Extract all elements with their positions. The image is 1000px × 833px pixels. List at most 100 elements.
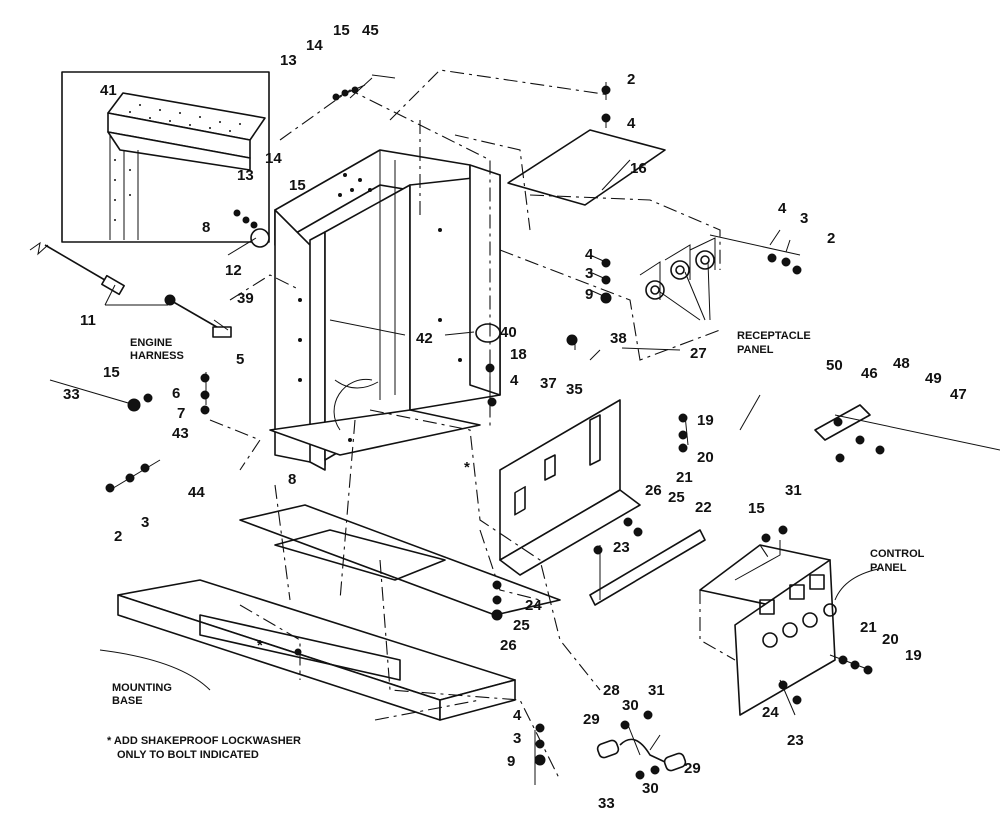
callout-15: 15 <box>289 177 306 194</box>
callout-18: 18 <box>510 346 527 363</box>
callout-29: 29 <box>684 760 701 777</box>
callout-28: 28 <box>603 682 620 699</box>
callout-6: 6 <box>172 385 180 402</box>
callout-33: 33 <box>598 795 615 812</box>
callout-33: 33 <box>63 386 80 403</box>
callout-4: 4 <box>585 246 594 263</box>
callout-35: 35 <box>566 381 583 398</box>
callout-15: 15 <box>333 22 350 39</box>
receptacle-panel-label-line2: PANEL <box>737 344 774 356</box>
callout-40: 40 <box>500 324 517 341</box>
callout-12: 12 <box>225 262 242 279</box>
control-panel-label-line2: PANEL <box>870 562 907 574</box>
callout-29: 29 <box>583 711 600 728</box>
callout-3: 3 <box>585 265 593 282</box>
inset-detail <box>61 71 270 243</box>
callout-11: 11 <box>80 312 96 329</box>
callout-13: 13 <box>237 167 254 184</box>
asterisk-receptacle: * <box>464 459 470 476</box>
connectors-29 <box>596 738 687 772</box>
callout-3: 3 <box>141 514 149 531</box>
mounting-base-label-line1: MOUNTING <box>112 682 172 694</box>
callout-23: 23 <box>613 539 630 556</box>
callout-8: 8 <box>202 219 210 236</box>
callout-4: 4 <box>627 115 636 132</box>
callout-3: 3 <box>800 210 808 227</box>
callout-16: 16 <box>630 160 647 177</box>
callout-4: 4 <box>510 372 519 389</box>
callout-38: 38 <box>610 330 627 347</box>
callout-8: 8 <box>288 471 296 488</box>
callout-24: 24 <box>762 704 779 721</box>
callout-37: 37 <box>540 375 557 392</box>
phantom-lines <box>209 69 771 781</box>
asterisk-base: * <box>257 637 263 654</box>
callout-47: 47 <box>950 386 967 403</box>
callout-25: 25 <box>668 489 685 506</box>
callout-39: 39 <box>237 290 254 307</box>
callout-20: 20 <box>697 449 714 466</box>
grommet-40 <box>475 323 501 343</box>
callout-14: 14 <box>265 150 282 167</box>
callout-2: 2 <box>627 71 635 88</box>
engine-harness-label-line2: HARNESS <box>130 350 184 362</box>
callout-4: 4 <box>513 707 522 724</box>
callout-22: 22 <box>695 499 712 516</box>
leader-lines <box>49 74 1000 785</box>
footnote-line2: ONLY TO BOLT INDICATED <box>117 749 259 761</box>
callout-5: 5 <box>236 351 244 368</box>
callout-30: 30 <box>622 697 639 714</box>
brace-22 <box>589 529 706 606</box>
callout-13: 13 <box>280 52 297 69</box>
plate-16 <box>507 129 666 206</box>
callout-49: 49 <box>925 370 942 387</box>
callout-14: 14 <box>306 37 323 54</box>
engine-harness-label-line1: ENGINE <box>130 337 172 349</box>
callout-24: 24 <box>525 597 542 614</box>
breakers-27 <box>639 237 716 300</box>
mounting-base <box>117 504 561 721</box>
callout-3: 3 <box>513 730 521 747</box>
main-enclosure <box>269 149 501 471</box>
callout-23: 23 <box>787 732 804 749</box>
callout-21: 21 <box>676 469 693 486</box>
callout-46: 46 <box>861 365 878 382</box>
callout-30: 30 <box>642 780 659 797</box>
callout-19: 19 <box>905 647 922 664</box>
callout-31: 31 <box>648 682 665 699</box>
callout-7: 7 <box>177 405 185 422</box>
receptacle-panel <box>499 399 641 576</box>
callout-26: 26 <box>500 637 517 654</box>
control-panel <box>699 544 837 716</box>
callout-2: 2 <box>114 528 122 545</box>
callout-numbers: 2 4 16 4 3 2 4 3 9 27 13 14 15 45 41 8 1… <box>63 22 967 812</box>
callout-42: 42 <box>416 330 433 347</box>
callout-44: 44 <box>188 484 205 501</box>
hardware-fasteners <box>105 85 873 780</box>
callout-19: 19 <box>697 412 714 429</box>
callout-15: 15 <box>103 364 120 381</box>
callout-31: 31 <box>785 482 802 499</box>
terminal-strip <box>814 404 885 463</box>
callout-25: 25 <box>513 617 530 634</box>
callout-26: 26 <box>645 482 662 499</box>
mounting-base-label-line2: BASE <box>112 695 143 707</box>
engine-harness-group <box>29 241 232 338</box>
callout-48: 48 <box>893 355 910 372</box>
callout-50: 50 <box>826 357 843 374</box>
receptacle-panel-label-line1: RECEPTACLE <box>737 330 811 342</box>
control-panel-label-line1: CONTROL <box>870 548 925 560</box>
callout-9: 9 <box>507 753 515 770</box>
callout-4: 4 <box>778 200 787 217</box>
footnote-line1: * ADD SHAKEPROOF LOCKWASHER <box>107 735 301 747</box>
text-labels: RECEPTACLE PANEL CONTROL PANEL ENGINE HA… <box>107 330 925 761</box>
callout-43: 43 <box>172 425 189 442</box>
callout-41: 41 <box>100 82 117 99</box>
callout-20: 20 <box>882 631 899 648</box>
callout-27: 27 <box>690 345 707 362</box>
callout-15: 15 <box>748 500 765 517</box>
callout-21: 21 <box>860 619 877 636</box>
callout-2: 2 <box>827 230 835 247</box>
part-12 <box>250 228 270 248</box>
